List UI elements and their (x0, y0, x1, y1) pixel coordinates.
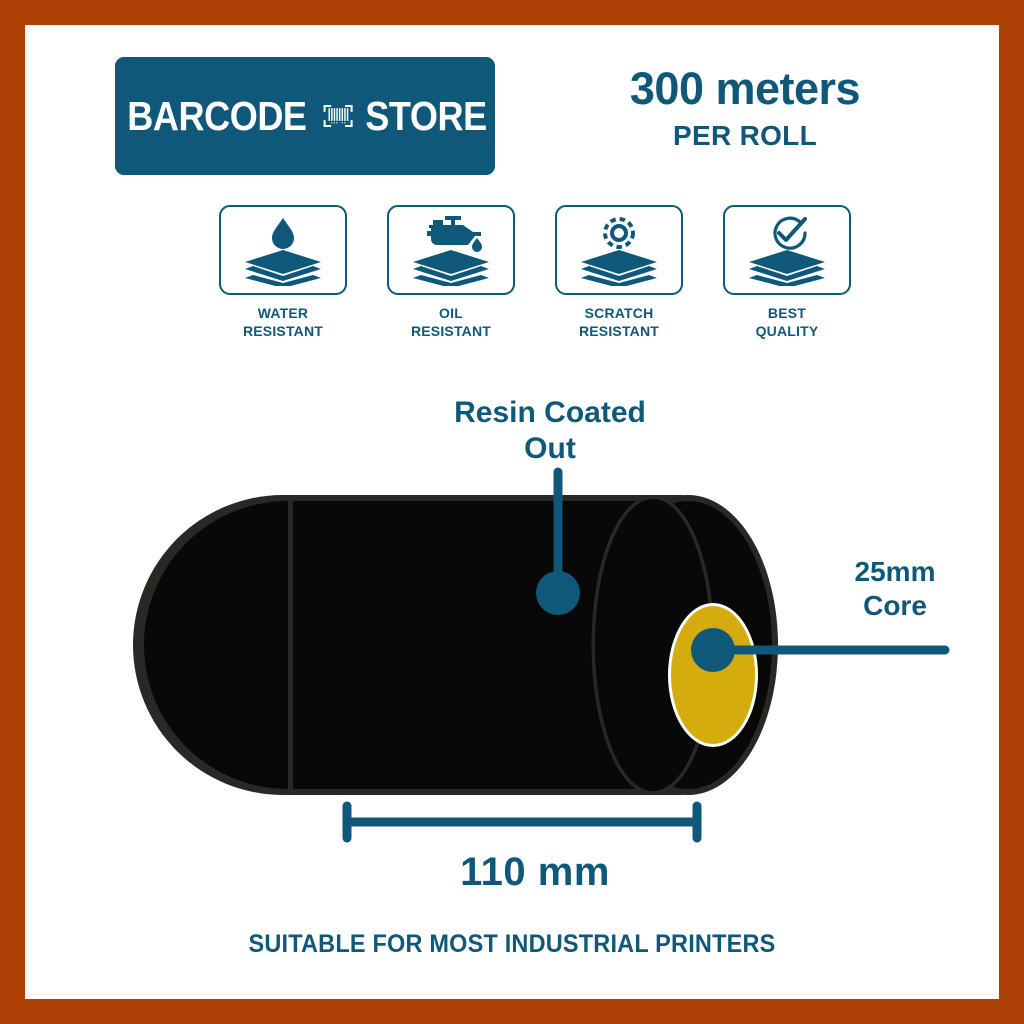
badge-water-resistant: WATER RESISTANT (215, 205, 351, 340)
headline-meters: 300 meters (629, 63, 861, 114)
feature-badge-row: WATER RESISTANT (215, 205, 855, 340)
badge-scratch-resistant: SCRATCH RESISTANT (551, 205, 687, 340)
badge-label-line1: SCRATCH (584, 305, 654, 321)
badge-label-line2: RESISTANT (578, 322, 660, 339)
badge-label-line1: WATER (257, 305, 309, 321)
ribbon-roll-illustration (133, 467, 950, 843)
callout-resin-line1: Resin Coated (454, 396, 646, 429)
badge-label: BEST QUALITY (719, 305, 855, 340)
callout-resin-line2: Out (524, 432, 576, 465)
badge-box (555, 205, 683, 295)
badge-best-quality: BEST QUALITY (719, 205, 855, 340)
badge-oil-resistant: OIL RESISTANT (383, 205, 519, 340)
dimension-label: 110 mm (460, 850, 610, 894)
badge-label: WATER RESISTANT (215, 305, 351, 340)
badge-box (219, 205, 347, 295)
callout-core-line2: Core (863, 589, 927, 621)
badge-box (387, 205, 515, 295)
badge-label-line2: RESISTANT (410, 322, 492, 339)
headline-block: 300 meters PER ROLL (585, 65, 905, 152)
check-circle-layers-icon (749, 216, 825, 286)
badge-label-line2: QUALITY (755, 322, 819, 339)
badge-box (723, 205, 851, 295)
badge-label-line1: BEST (767, 305, 807, 321)
brand-logo: BARCODE STORE (115, 57, 495, 175)
core-pin (691, 628, 950, 672)
logo-word-barcode: BARCODE (127, 92, 307, 139)
oil-can-layers-icon (413, 216, 489, 286)
badge-label: SCRATCH RESISTANT (551, 305, 687, 340)
badge-label-line2: RESISTANT (242, 322, 324, 339)
callout-25mm-core: 25mm Core (815, 555, 975, 622)
callout-core-line1: 25mm (854, 556, 936, 587)
footer-tagline: SUITABLE FOR MOST INDUSTRIAL PRINTERS (248, 930, 776, 958)
badge-label-line1: OIL (439, 305, 463, 321)
water-drop-layers-icon (245, 218, 321, 286)
barcode-scanner-icon (323, 104, 353, 128)
badge-label: OIL RESISTANT (383, 305, 519, 340)
resin-coated-pin (536, 467, 580, 615)
headline-per-roll: PER ROLL (673, 120, 817, 152)
width-dimension-line (342, 801, 702, 843)
poster-canvas: BARCODE STORE (25, 25, 999, 999)
logo-word-store: STORE (365, 92, 487, 139)
roll-core (668, 603, 758, 747)
callout-resin-coated-out: Resin Coated Out (410, 395, 690, 467)
gear-layers-icon (581, 217, 657, 286)
